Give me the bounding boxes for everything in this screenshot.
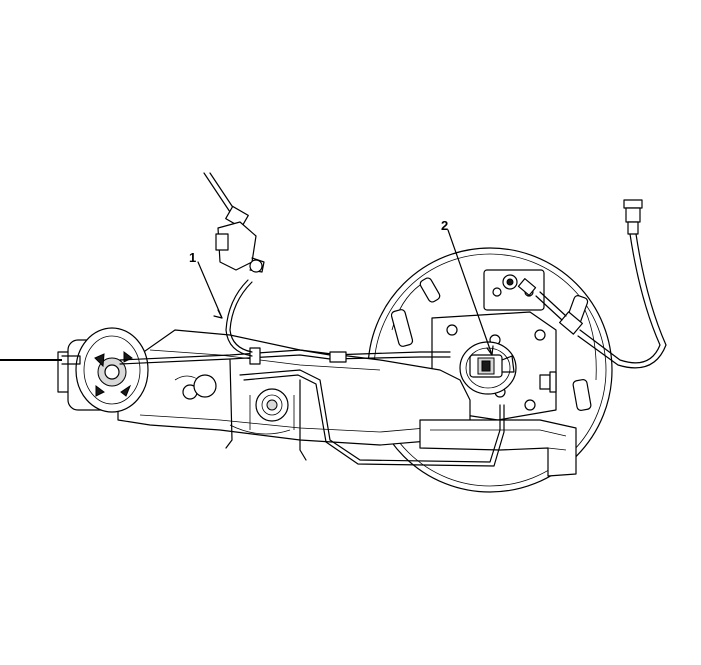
callout-leaders xyxy=(197,229,494,356)
brake-hose xyxy=(517,199,667,369)
callout-2-label: 2 xyxy=(441,218,449,233)
hose-clip xyxy=(539,371,557,393)
spring-seat xyxy=(249,388,295,430)
callout-1-label: 1 xyxy=(189,250,197,265)
wheel-speed-sensor-cable xyxy=(203,172,265,357)
wheel-speed-sensor-connector xyxy=(469,354,515,378)
brake-pipe xyxy=(225,359,505,467)
brake-line-axle xyxy=(0,347,451,365)
axle-bushing xyxy=(57,327,149,413)
trailing-bracket xyxy=(419,419,577,477)
wheel-cylinder xyxy=(483,269,545,311)
